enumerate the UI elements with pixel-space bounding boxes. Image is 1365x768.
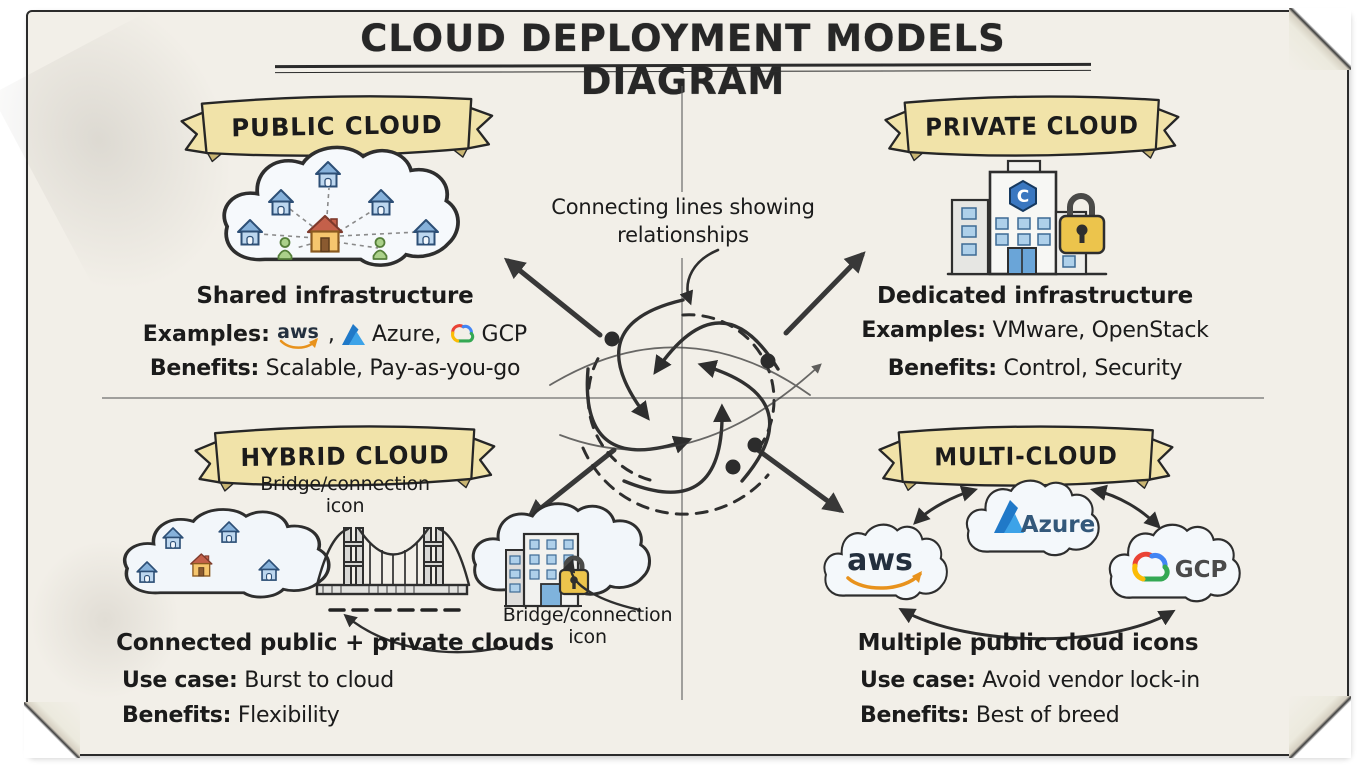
azure-logo-icon xyxy=(341,323,365,345)
azure-logo-icon xyxy=(994,500,1018,533)
relationship-arrows-swirl-icon xyxy=(503,251,866,521)
hybrid-cloud-banner-text: HYBRID CLOUD xyxy=(240,441,449,473)
examples-value: VMware, OpenStack xyxy=(992,318,1209,343)
aws-logo-text: aws xyxy=(847,543,913,578)
multi-cloud-banner-text: MULTI-CLOUD xyxy=(934,441,1118,472)
gcp-logo-text: GCP xyxy=(1175,557,1228,583)
annotation-arrows xyxy=(343,558,642,654)
gcp-label: GCP xyxy=(481,321,528,347)
hybrid-cloud-banner-ribbon: HYBRID CLOUD xyxy=(194,425,496,492)
benefits-label: Benefits: xyxy=(122,703,232,728)
benefits-value: Best of breed xyxy=(975,703,1120,728)
benefits-value: Control, Security xyxy=(1003,356,1183,381)
multi-cloud-banner-ribbon: MULTI-CLOUD xyxy=(878,425,1174,491)
public-cloud-subtitle: Shared infrastructure xyxy=(196,283,474,309)
azure-logo-text: Azure xyxy=(1021,512,1096,538)
gcp-cloud-icon: GCP xyxy=(1108,523,1241,603)
hybrid-cloud-use-case-line: Use case: Burst to cloud xyxy=(122,668,394,693)
aws-logo-icon: aws xyxy=(277,321,319,349)
benefits-label: Benefits: xyxy=(860,703,970,728)
use-case-label: Use case: xyxy=(122,668,238,693)
hybrid-cloud-subtitle: Connected public + private clouds xyxy=(116,630,554,656)
examples-label: Examples: xyxy=(861,318,986,343)
private-cloud-benefits-line: Benefits: Control, Security xyxy=(835,356,1235,381)
benefits-label: Benefits: xyxy=(887,356,997,381)
private-cloud-subtitle: Dedicated infrastructure xyxy=(877,283,1193,309)
public-cloud-banner-ribbon: PUBLIC CLOUD xyxy=(180,95,494,163)
divider-vertical xyxy=(681,86,683,192)
public-cloud-banner-text: PUBLIC CLOUD xyxy=(231,110,443,143)
multi-cloud-use-case-line: Use case: Avoid vendor lock-in xyxy=(860,668,1200,693)
cloud-icon xyxy=(222,145,460,268)
benefits-value: Flexibility xyxy=(237,703,340,728)
azure-label: Azure, xyxy=(371,321,442,347)
multi-cloud-link-arrows xyxy=(898,484,1176,641)
separator: , xyxy=(327,321,335,347)
svg-text:C: C xyxy=(1017,187,1029,207)
hybrid-cloud-illustration xyxy=(122,502,652,654)
benefits-label: Benefits: xyxy=(149,356,259,381)
use-case-value: Avoid vendor lock-in xyxy=(982,668,1200,693)
private-cloud-banner-text: PRIVATE CLOUD xyxy=(925,111,1139,142)
hybrid-cloud-benefits-line: Benefits: Flexibility xyxy=(122,703,340,728)
relationship-dots xyxy=(604,331,776,475)
examples-label: Examples: xyxy=(142,321,270,347)
company-hexagon-icon: C xyxy=(1009,179,1037,213)
bridge-label-top: Bridge/connection icon xyxy=(260,473,430,517)
cloud-icon xyxy=(122,507,331,599)
gcp-logo-icon xyxy=(450,323,474,343)
public-cloud-benefits-line: Benefits: Scalable, Pay-as-you-go xyxy=(115,356,555,381)
annotation-pointer-arrow-icon xyxy=(679,248,720,306)
public-cloud-illustration xyxy=(222,145,460,268)
bridge-icon xyxy=(315,527,471,612)
public-cloud-examples-line: Examples: aws , Azure, GCP xyxy=(110,314,560,354)
benefits-value: Scalable, Pay-as-you-go xyxy=(265,356,521,381)
page-title: CLOUD DEPLOYMENT MODELS DIAGRAM xyxy=(360,17,1006,103)
svg-text:aws: aws xyxy=(277,321,319,343)
multi-cloud-benefits-line: Benefits: Best of breed xyxy=(860,703,1120,728)
private-cloud-examples-line: Examples: VMware, OpenStack xyxy=(835,318,1235,343)
divider-horizontal xyxy=(102,397,1264,399)
use-case-value: Burst to cloud xyxy=(244,668,394,693)
use-case-label: Use case: xyxy=(860,668,976,693)
padlock-icon xyxy=(1058,193,1106,255)
azure-cloud-icon: Azure xyxy=(965,479,1100,557)
center-annotation: Connecting lines showing relationships xyxy=(551,195,815,247)
private-cloud-banner-ribbon: PRIVATE CLOUD xyxy=(884,95,1180,162)
private-cloud-building-illustration: C xyxy=(946,159,1108,276)
bridge-label-bottom: Bridge/connection icon xyxy=(502,604,673,648)
divider-vertical xyxy=(681,258,683,700)
multi-cloud-subtitle: Multiple public cloud icons xyxy=(857,630,1199,656)
aws-cloud-icon: aws xyxy=(823,523,948,601)
gcp-logo-icon xyxy=(1132,551,1170,582)
